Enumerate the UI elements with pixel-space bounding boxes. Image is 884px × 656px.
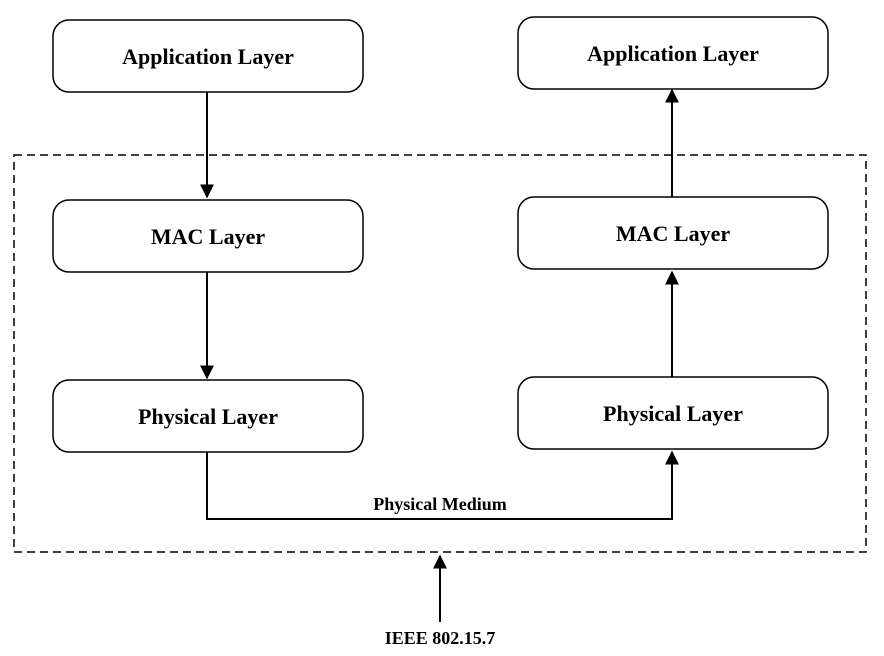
node-label: MAC Layer bbox=[616, 221, 730, 246]
edge-physical-medium bbox=[206, 450, 679, 520]
node-physical-layer-left: Physical Layer bbox=[52, 379, 364, 453]
node-label: Physical Layer bbox=[603, 401, 743, 426]
node-label: MAC Layer bbox=[151, 224, 265, 249]
node-mac-layer-right: MAC Layer bbox=[517, 196, 829, 270]
node-label: Application Layer bbox=[587, 41, 759, 66]
node-label: Application Layer bbox=[122, 44, 294, 69]
node-physical-layer-right: Physical Layer bbox=[517, 376, 829, 450]
physical-medium-label: Physical Medium bbox=[373, 494, 507, 514]
node-mac-layer-left: MAC Layer bbox=[52, 199, 364, 273]
node-label: Physical Layer bbox=[138, 404, 278, 429]
node-application-layer-left: Application Layer bbox=[52, 19, 364, 93]
standard-label: IEEE 802.15.7 bbox=[385, 628, 496, 648]
node-application-layer-right: Application Layer bbox=[517, 16, 829, 90]
